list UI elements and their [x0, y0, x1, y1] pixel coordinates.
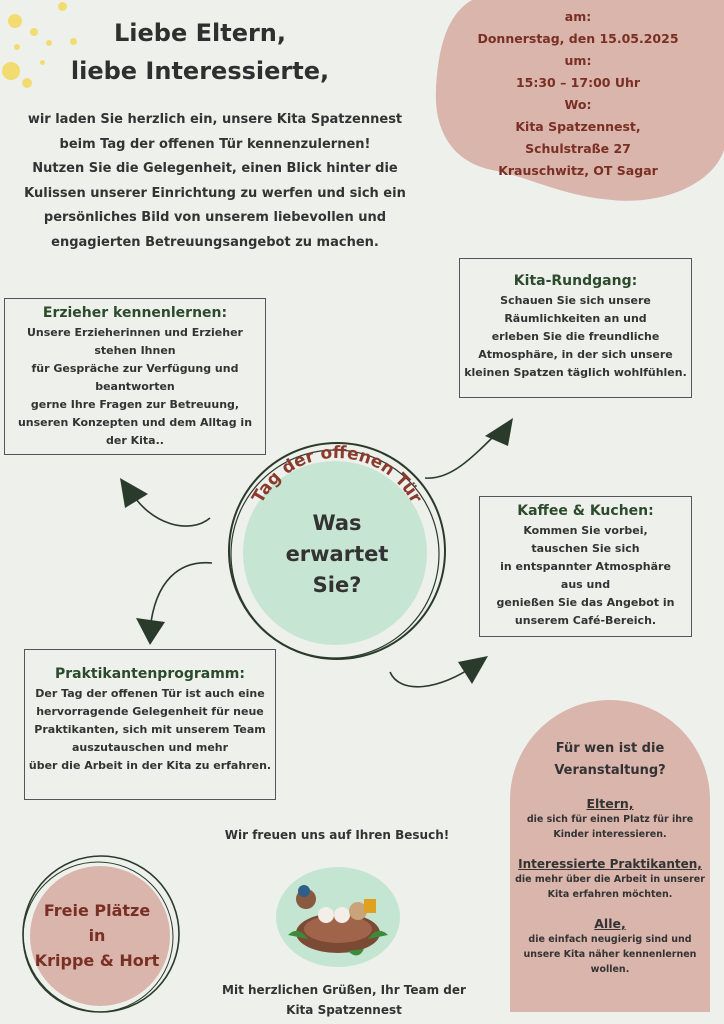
event-info-blob — [435, 0, 724, 201]
footer-greeting: Mit herzlichen Grüßen, Ihr Team der Kita… — [200, 980, 488, 1020]
audience-title: Für wen ist die Veranstaltung? — [510, 738, 710, 782]
audience-group-desc: Kinder interessieren. — [553, 829, 667, 840]
erzieher-title: Erzieher kennenlernen: — [42, 305, 228, 321]
erzieher-box: Erzieher kennenlernen: Unsere Erzieherin… — [4, 298, 266, 455]
praktikanten-line: Praktikanten, sich mit unserem Team — [34, 723, 266, 736]
event-place: Kita Spatzennest, — [515, 119, 641, 134]
event-date: Donnerstag, den 15.05.2025 — [477, 31, 679, 46]
rundgang-box: Kita-Rundgang: Schauen Sie sich unsere R… — [459, 258, 692, 398]
erzieher-line: stehen Ihnen — [94, 344, 176, 357]
sun-dots-decoration — [0, 0, 90, 100]
wo-label: Wo: — [564, 97, 592, 112]
audience-content: Für wen ist die Veranstaltung? Eltern, d… — [510, 738, 710, 977]
audience-group-desc: die sich für einen Platz für ihre — [526, 814, 694, 825]
erzieher-line: der Kita.. — [106, 434, 164, 447]
intro-line: beim Tag der offenen Tür kennenzulernen! — [59, 136, 371, 152]
intro-line: Nutzen Sie die Gelegenheit, einen Blick … — [32, 161, 398, 176]
kaffee-line: in entspannter Atmosphäre — [500, 560, 671, 573]
audience-group-name: Eltern, — [586, 796, 634, 811]
rundgang-line: Atmosphäre, in der sich unsere — [478, 348, 673, 361]
kaffee-text: Kommen Sie vorbei, tauschen Sie sich in … — [480, 522, 691, 630]
praktikanten-line: über die Arbeit in der Kita zu erfahren. — [28, 759, 272, 772]
praktikanten-line: auszutauschen und mehr — [71, 741, 229, 754]
audience-panel — [510, 700, 710, 1012]
rundgang-title: Kita-Rundgang: — [513, 273, 638, 289]
free-places-line: in — [88, 926, 106, 945]
event-info: am: Donnerstag, den 15.05.2025 um: 15:30… — [460, 6, 696, 182]
free-places-circle — [22, 855, 180, 1013]
audience-group-name: Alle, — [594, 916, 626, 931]
rundgang-line: Räumlichkeiten an und — [504, 312, 647, 325]
intro-line: wir laden Sie herzlich ein, unsere Kita … — [27, 112, 403, 127]
praktikanten-line: Der Tag der offenen Tür ist auch eine — [35, 687, 265, 700]
audience-group-desc: unsere Kita näher kennenlernen — [523, 949, 697, 960]
audience-group-desc: wollen. — [590, 964, 630, 975]
erzieher-line: gerne Ihre Fragen zur Betreuung, — [30, 398, 240, 411]
free-places-line: Freie Plätze — [43, 901, 151, 920]
kaffee-line: Kommen Sie vorbei, — [523, 524, 648, 537]
question-line-3: Sie? — [312, 573, 362, 597]
um-label: um: — [564, 53, 592, 68]
kaffee-line: unserem Café-Bereich. — [514, 614, 657, 627]
event-town: Krauschwitz, OT Sagar — [498, 163, 658, 178]
greeting-line-2: liebe Interessierte, — [70, 57, 330, 85]
footer-greeting-line: Mit herzlichen Grüßen, Ihr Team der — [222, 983, 466, 997]
greeting-heading: Liebe Eltern, liebe Interessierte, — [40, 14, 360, 90]
erzieher-line: beantworten — [95, 380, 175, 393]
kaffee-box: Kaffee & Kuchen: Kommen Sie vorbei, taus… — [479, 496, 692, 637]
question-line-1: Was — [312, 511, 362, 535]
kaffee-title: Kaffee & Kuchen: — [517, 503, 654, 519]
audience-group-eltern: Eltern, die sich für einen Platz für ihr… — [510, 796, 710, 842]
event-street: Schulstraße 27 — [525, 141, 631, 156]
praktikanten-title: Praktikantenprogramm: — [55, 666, 245, 682]
rundgang-line: erleben Sie die freundliche — [491, 330, 660, 343]
center-question: Was erwartet Sie? — [252, 508, 422, 601]
free-places-text: Freie Plätze in Krippe & Hort — [22, 898, 172, 973]
praktikanten-box: Praktikantenprogramm: Der Tag der offene… — [24, 649, 276, 800]
center-circle: Tag der offenen Tür — [228, 442, 446, 660]
sparrow-nest-logo — [276, 867, 400, 967]
free-places-line: Krippe & Hort — [34, 951, 160, 970]
intro-line: persönliches Bild von unserem liebevolle… — [43, 210, 387, 225]
erzieher-line: für Gespräche zur Verfügung und — [31, 362, 239, 375]
greeting-line-1: Liebe Eltern, — [113, 19, 287, 47]
erzieher-line: unseren Konzepten und dem Alltag in — [17, 416, 253, 429]
audience-group-praktikanten: Interessierte Praktikanten, die mehr übe… — [510, 856, 710, 902]
audience-title-line: Veranstaltung? — [554, 763, 666, 778]
audience-group-desc: Kita erfahren möchten. — [547, 889, 673, 900]
intro-line: engagierten Betreuungsangebot zu machen. — [51, 234, 379, 250]
rundgang-line: kleinen Spatzen täglich wohlfühlen. — [464, 366, 687, 379]
rundgang-line: Schauen Sie sich unsere — [500, 294, 651, 307]
kaffee-line: aus und — [560, 578, 611, 591]
praktikanten-line: hervorragende Gelegenheit für neue — [36, 705, 264, 718]
question-line-2: erwartet — [285, 542, 389, 566]
event-time: 15:30 – 17:00 Uhr — [515, 75, 641, 90]
intro-line: Kulissen unserer Einrichtung zu werfen u… — [24, 185, 406, 201]
audience-group-desc: die einfach neugierig sind und — [528, 934, 692, 945]
footer-greeting-line: Kita Spatzennest — [286, 1003, 402, 1017]
kaffee-line: genießen Sie das Angebot in — [496, 596, 675, 609]
audience-group-desc: die mehr über die Arbeit in unserer — [515, 874, 705, 885]
audience-group-alle: Alle, die einfach neugierig sind und uns… — [510, 916, 710, 977]
rundgang-text: Schauen Sie sich unsere Räumlichkeiten a… — [460, 292, 691, 382]
kaffee-line: tauschen Sie sich — [531, 542, 640, 555]
audience-group-name: Interessierte Praktikanten, — [518, 857, 702, 871]
intro-paragraph: wir laden Sie herzlich ein, unsere Kita … — [0, 108, 430, 255]
welcome-text: Wir freuen uns auf Ihren Besuch! — [224, 828, 450, 842]
am-label: am: — [564, 9, 592, 24]
praktikanten-text: Der Tag der offenen Tür ist auch eine he… — [25, 685, 275, 775]
erzieher-text: Unsere Erzieherinnen und Erzieher stehen… — [5, 324, 265, 450]
audience-title-line: Für wen ist die — [555, 741, 665, 756]
erzieher-line: Unsere Erzieherinnen und Erzieher — [27, 326, 243, 339]
